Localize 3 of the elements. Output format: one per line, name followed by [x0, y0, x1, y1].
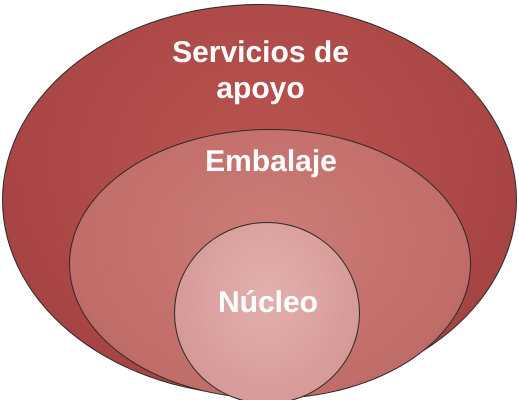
ring-label: Servicios de apoyo — [171, 35, 350, 107]
ring-label: Núcleo — [216, 285, 320, 321]
ring-label: Embalaje — [204, 144, 338, 180]
